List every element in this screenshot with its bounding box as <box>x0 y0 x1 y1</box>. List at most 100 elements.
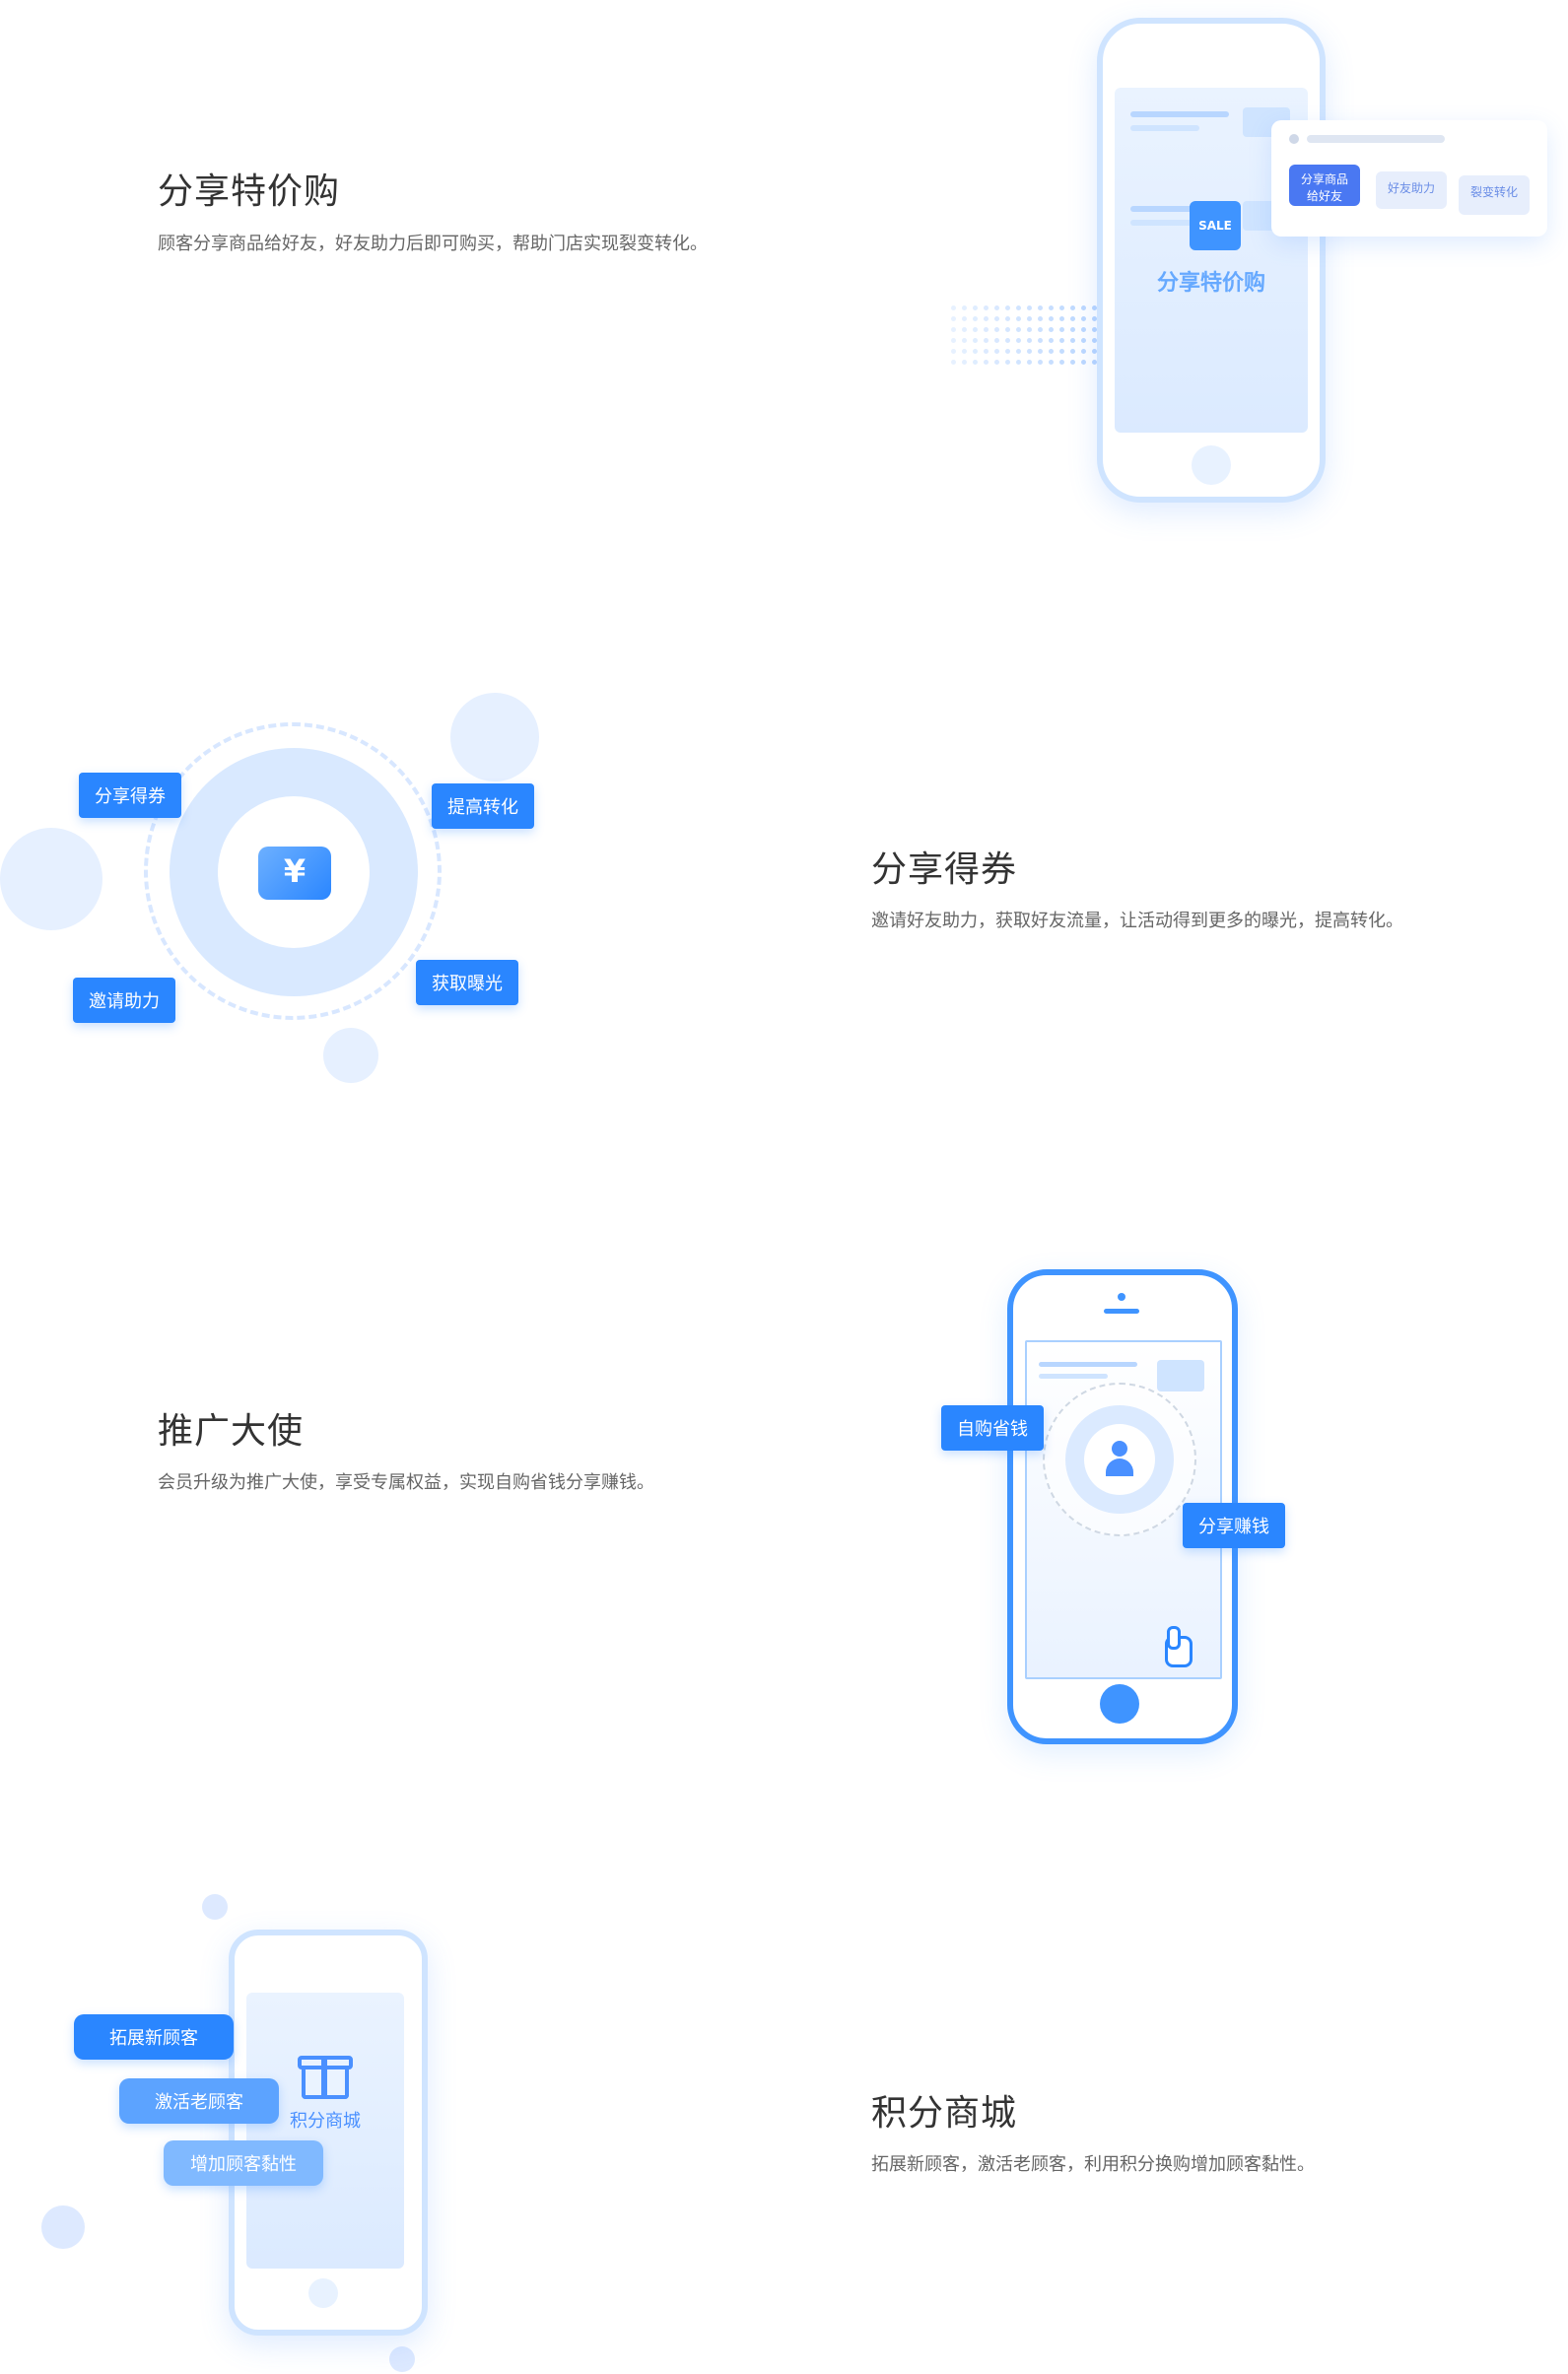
section-title: 分享特价购 <box>158 171 341 212</box>
card-header-line <box>1307 135 1445 143</box>
orbit-ring <box>144 722 442 1020</box>
grid-dot <box>951 349 956 354</box>
decor-bubble <box>389 2346 415 2372</box>
screen-title: 积分商城 <box>290 2111 361 2132</box>
home-button <box>1192 445 1231 485</box>
section-description: 拓展新顾客，激活老顾客，利用积分换购增加顾客黏性。 <box>871 2154 1315 2175</box>
grid-dot <box>1070 327 1075 332</box>
grid-dot <box>951 305 956 310</box>
tag-activate-old-customers: 激活老顾客 <box>119 2078 279 2124</box>
screen-line <box>1130 206 1229 212</box>
grid-dot <box>951 327 956 332</box>
screen-line <box>1130 220 1199 226</box>
grid-dot <box>1027 349 1032 354</box>
grid-dot <box>1092 327 1097 332</box>
grid-dot <box>994 316 999 321</box>
coupon-icon: ¥ <box>258 847 331 900</box>
grid-dot <box>1027 360 1032 365</box>
grid-dot <box>951 360 956 365</box>
chip-friend-help: 好友助力 <box>1376 171 1447 209</box>
grid-dot <box>973 316 978 321</box>
grid-dot <box>1059 305 1064 310</box>
dot-grid <box>951 305 1099 374</box>
grid-dot <box>984 360 989 365</box>
speaker-bar <box>1104 1309 1139 1314</box>
tag-share-coupon: 分享得券 <box>79 773 181 818</box>
hand-pointer-icon <box>1155 1626 1194 1667</box>
screen-line <box>1130 125 1199 131</box>
grid-dot <box>1005 360 1010 365</box>
home-button <box>308 2278 338 2308</box>
image-placeholder-icon <box>1157 1360 1204 1391</box>
phone-screen: 积分商城 <box>246 1993 404 2269</box>
grid-dot <box>994 360 999 365</box>
section-share-special: 分享特价购 顾客分享商品给好友，好友助力后即可购买，帮助门店实现裂变转化。 SA… <box>0 0 1568 591</box>
grid-dot <box>994 305 999 310</box>
grid-dot <box>1081 327 1086 332</box>
grid-dot <box>1059 360 1064 365</box>
section-title: 积分商城 <box>871 2093 1018 2134</box>
decor-circle <box>450 693 539 781</box>
phone-mockup: SALE 分享特价购 <box>1097 18 1326 503</box>
grid-dot <box>1049 305 1054 310</box>
grid-dot <box>1038 316 1043 321</box>
tag-get-exposure: 获取曝光 <box>416 960 518 1005</box>
grid-dot <box>1081 360 1086 365</box>
grid-dot <box>962 338 967 343</box>
grid-dot <box>1038 327 1043 332</box>
grid-dot <box>984 316 989 321</box>
grid-dot <box>1070 305 1075 310</box>
grid-dot <box>1005 316 1010 321</box>
grid-dot <box>1038 349 1043 354</box>
grid-dot <box>1092 316 1097 321</box>
tag-expand-new-customers: 拓展新顾客 <box>74 2014 234 2060</box>
section-description: 邀请好友助力，获取好友流量，让活动得到更多的曝光，提高转化。 <box>871 911 1403 931</box>
screen-line <box>1130 111 1229 117</box>
grid-dot <box>1016 360 1021 365</box>
grid-dot <box>962 349 967 354</box>
grid-dot <box>962 305 967 310</box>
shopping-bag-icon: SALE <box>1190 201 1241 250</box>
grid-dot <box>1016 338 1021 343</box>
grid-dot <box>1059 349 1064 354</box>
grid-dot <box>994 349 999 354</box>
tag-increase-stickiness: 增加顾客黏性 <box>164 2140 323 2186</box>
grid-dot <box>1038 360 1043 365</box>
section-points-mall: 积分商城 拓展新顾客 激活老顾客 增加顾客黏性 积分商城 拓展新顾客，激活老顾客… <box>0 1774 1568 2374</box>
grid-dot <box>1081 316 1086 321</box>
grid-dot <box>973 327 978 332</box>
grid-dot <box>1049 338 1054 343</box>
grid-dot <box>994 338 999 343</box>
grid-dot <box>973 349 978 354</box>
grid-dot <box>962 327 967 332</box>
grid-dot <box>1092 360 1097 365</box>
grid-dot <box>1016 305 1021 310</box>
grid-dot <box>1049 316 1054 321</box>
grid-dot <box>962 360 967 365</box>
decor-circle <box>0 828 102 930</box>
grid-dot <box>1081 338 1086 343</box>
grid-dot <box>1027 327 1032 332</box>
grid-dot <box>1049 349 1054 354</box>
grid-dot <box>951 316 956 321</box>
grid-dot <box>984 349 989 354</box>
grid-dot <box>984 305 989 310</box>
feature-card: 分享商品 给好友 好友助力 裂变转化 <box>1271 120 1547 237</box>
tag-self-buy-save: 自购省钱 <box>941 1405 1044 1451</box>
grid-dot <box>994 327 999 332</box>
home-button <box>1100 1684 1139 1724</box>
section-title: 推广大使 <box>158 1411 305 1452</box>
grid-dot <box>1038 338 1043 343</box>
section-share-coupon: ¥ 分享得券 提高转化 邀请助力 获取曝光 分享得券 邀请好友助力，获取好友流量… <box>0 591 1568 1183</box>
grid-dot <box>1092 349 1097 354</box>
card-dot <box>1289 134 1299 144</box>
chip-fission: 裂变转化 <box>1459 175 1530 215</box>
tag-share-earn: 分享赚钱 <box>1183 1503 1285 1548</box>
grid-dot <box>1059 327 1064 332</box>
grid-dot <box>1049 360 1054 365</box>
section-title: 分享得券 <box>871 849 1018 890</box>
grid-dot <box>1070 316 1075 321</box>
grid-dot <box>1081 349 1086 354</box>
grid-dot <box>1016 327 1021 332</box>
grid-dot <box>984 338 989 343</box>
